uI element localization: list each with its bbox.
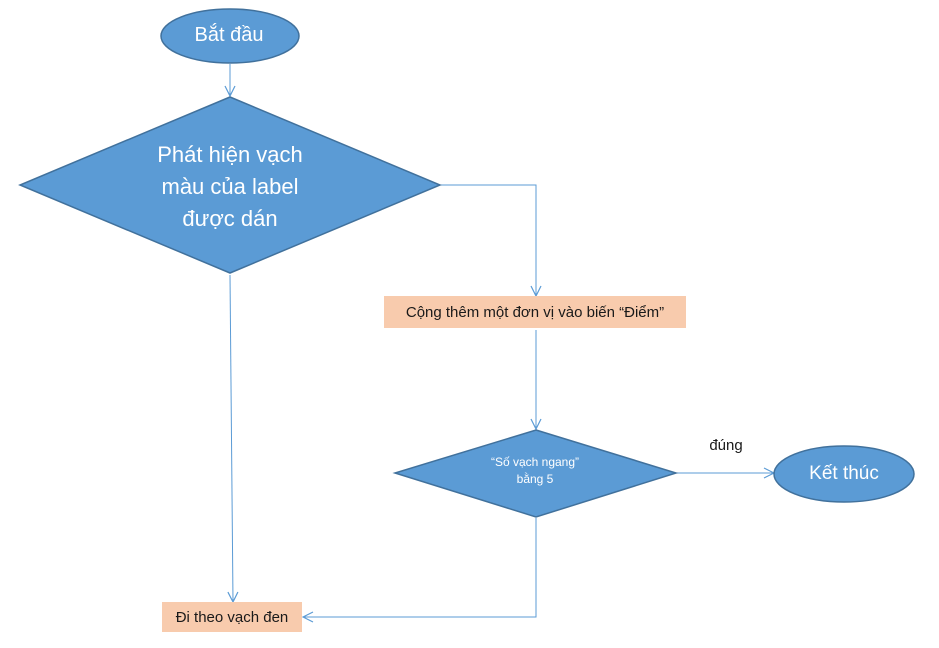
process-follow-line-label: Đi theo vạch đen <box>175 608 289 626</box>
process-follow-line <box>162 602 302 632</box>
decision-detect-color <box>18 96 442 274</box>
end-node <box>773 445 915 503</box>
connector-detect-to-add-point <box>440 184 536 296</box>
process-add-point-label: Cộng thêm một đơn vị vào biến “Điểm” <box>405 303 665 321</box>
decision-line-count-label: “Số vạch ngang” bằng 5 <box>490 455 580 486</box>
edge-label-yes: đúng <box>709 436 743 454</box>
connector-detect-to-follow-line <box>230 274 233 602</box>
start-node <box>160 8 300 64</box>
decision-line-count <box>392 429 679 518</box>
process-add-point <box>384 296 686 328</box>
decision-detect-color-label: Phát hiện vạch màu của label được dán <box>157 142 303 231</box>
start-label: Bắt đầu <box>194 23 264 46</box>
connector-count-to-follow-line <box>303 518 537 617</box>
end-label: Kết thúc <box>809 463 879 484</box>
